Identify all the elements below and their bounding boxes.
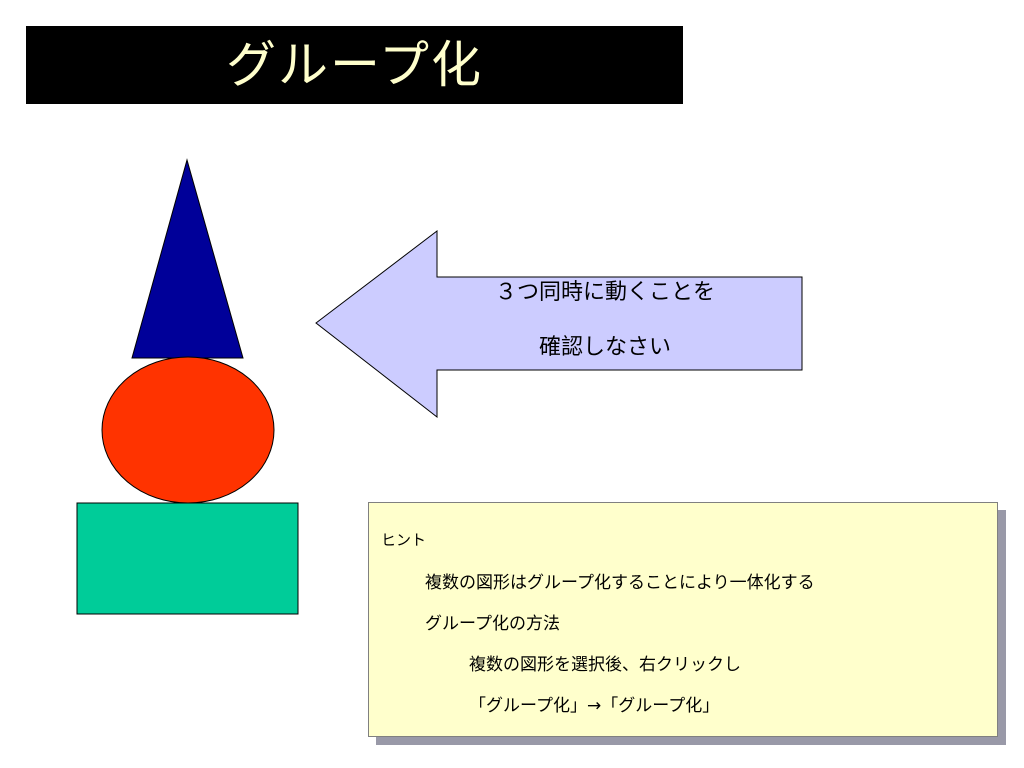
hint-line: 複数の図形はグループ化することにより一体化する [425, 573, 815, 593]
hint-box[interactable]: ヒント 複数の図形はグループ化することにより一体化する グループ化の方法 複数の… [368, 502, 998, 737]
hint-line: 「グループ化」→「グループ化」 [469, 696, 720, 716]
arrow-text-line-2: 確認しなさい [538, 335, 671, 360]
blue-triangle-shape[interactable] [131, 158, 244, 359]
arrow-text-line-1: ３つ同時に動くことを [494, 280, 715, 305]
hint-title: ヒント [381, 531, 427, 549]
left-arrow-shape[interactable] [315, 229, 803, 419]
green-rectangle-shape[interactable] [76, 502, 299, 615]
title-bar: グループ化 [26, 26, 683, 104]
red-ellipse-shape[interactable] [101, 356, 275, 504]
hint-line: 複数の図形を選択後、右クリックし [469, 655, 741, 675]
hint-line: グループ化の方法 [425, 614, 560, 634]
slide-title: グループ化 [226, 36, 483, 94]
